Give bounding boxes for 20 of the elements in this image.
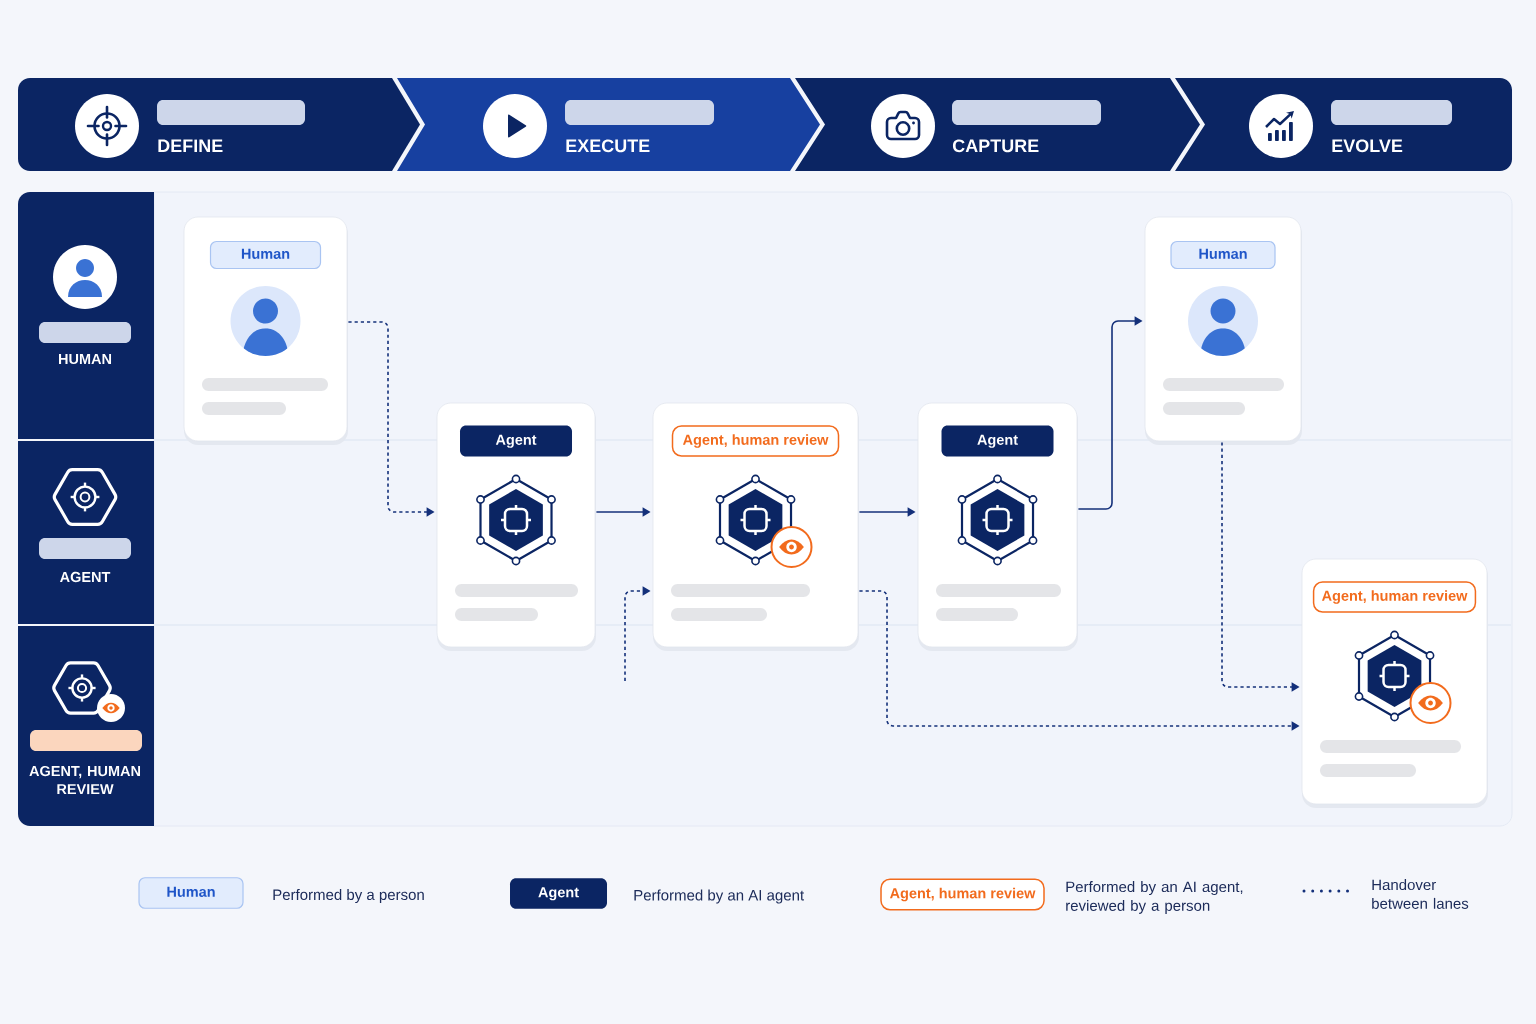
role-badge: Human — [209, 240, 322, 270]
legend-text: Performed by an AI agent — [634, 889, 804, 904]
legend-text: Handover between lanes — [1372, 879, 1469, 909]
lane-title: HUMAN — [59, 353, 111, 365]
role-badge: Human — [138, 877, 244, 909]
stage-title: DEFINE — [158, 139, 223, 152]
legend-text: Performed by a person — [273, 889, 424, 903]
lane-title: AGENT, HUMAN REVIEW — [29, 765, 140, 795]
role-badge: Agent — [460, 425, 572, 457]
stage-title: EVOLVE — [1332, 139, 1403, 153]
role-badge: Agent, human review — [880, 878, 1045, 911]
stage-title: CAPTURE — [952, 139, 1039, 153]
role-badge: Human — [1170, 240, 1276, 270]
role-badge: Agent — [510, 878, 607, 909]
lane-title: AGENT — [60, 571, 111, 583]
legend-text: Performed by an AI agent, reviewed by a person — [1066, 881, 1243, 914]
role-badge: Agent, human review — [671, 425, 840, 457]
role-badge: Agent — [941, 425, 1054, 457]
role-badge: Agent, human review — [1312, 581, 1477, 613]
stage-title: EXECUTE — [566, 139, 650, 153]
